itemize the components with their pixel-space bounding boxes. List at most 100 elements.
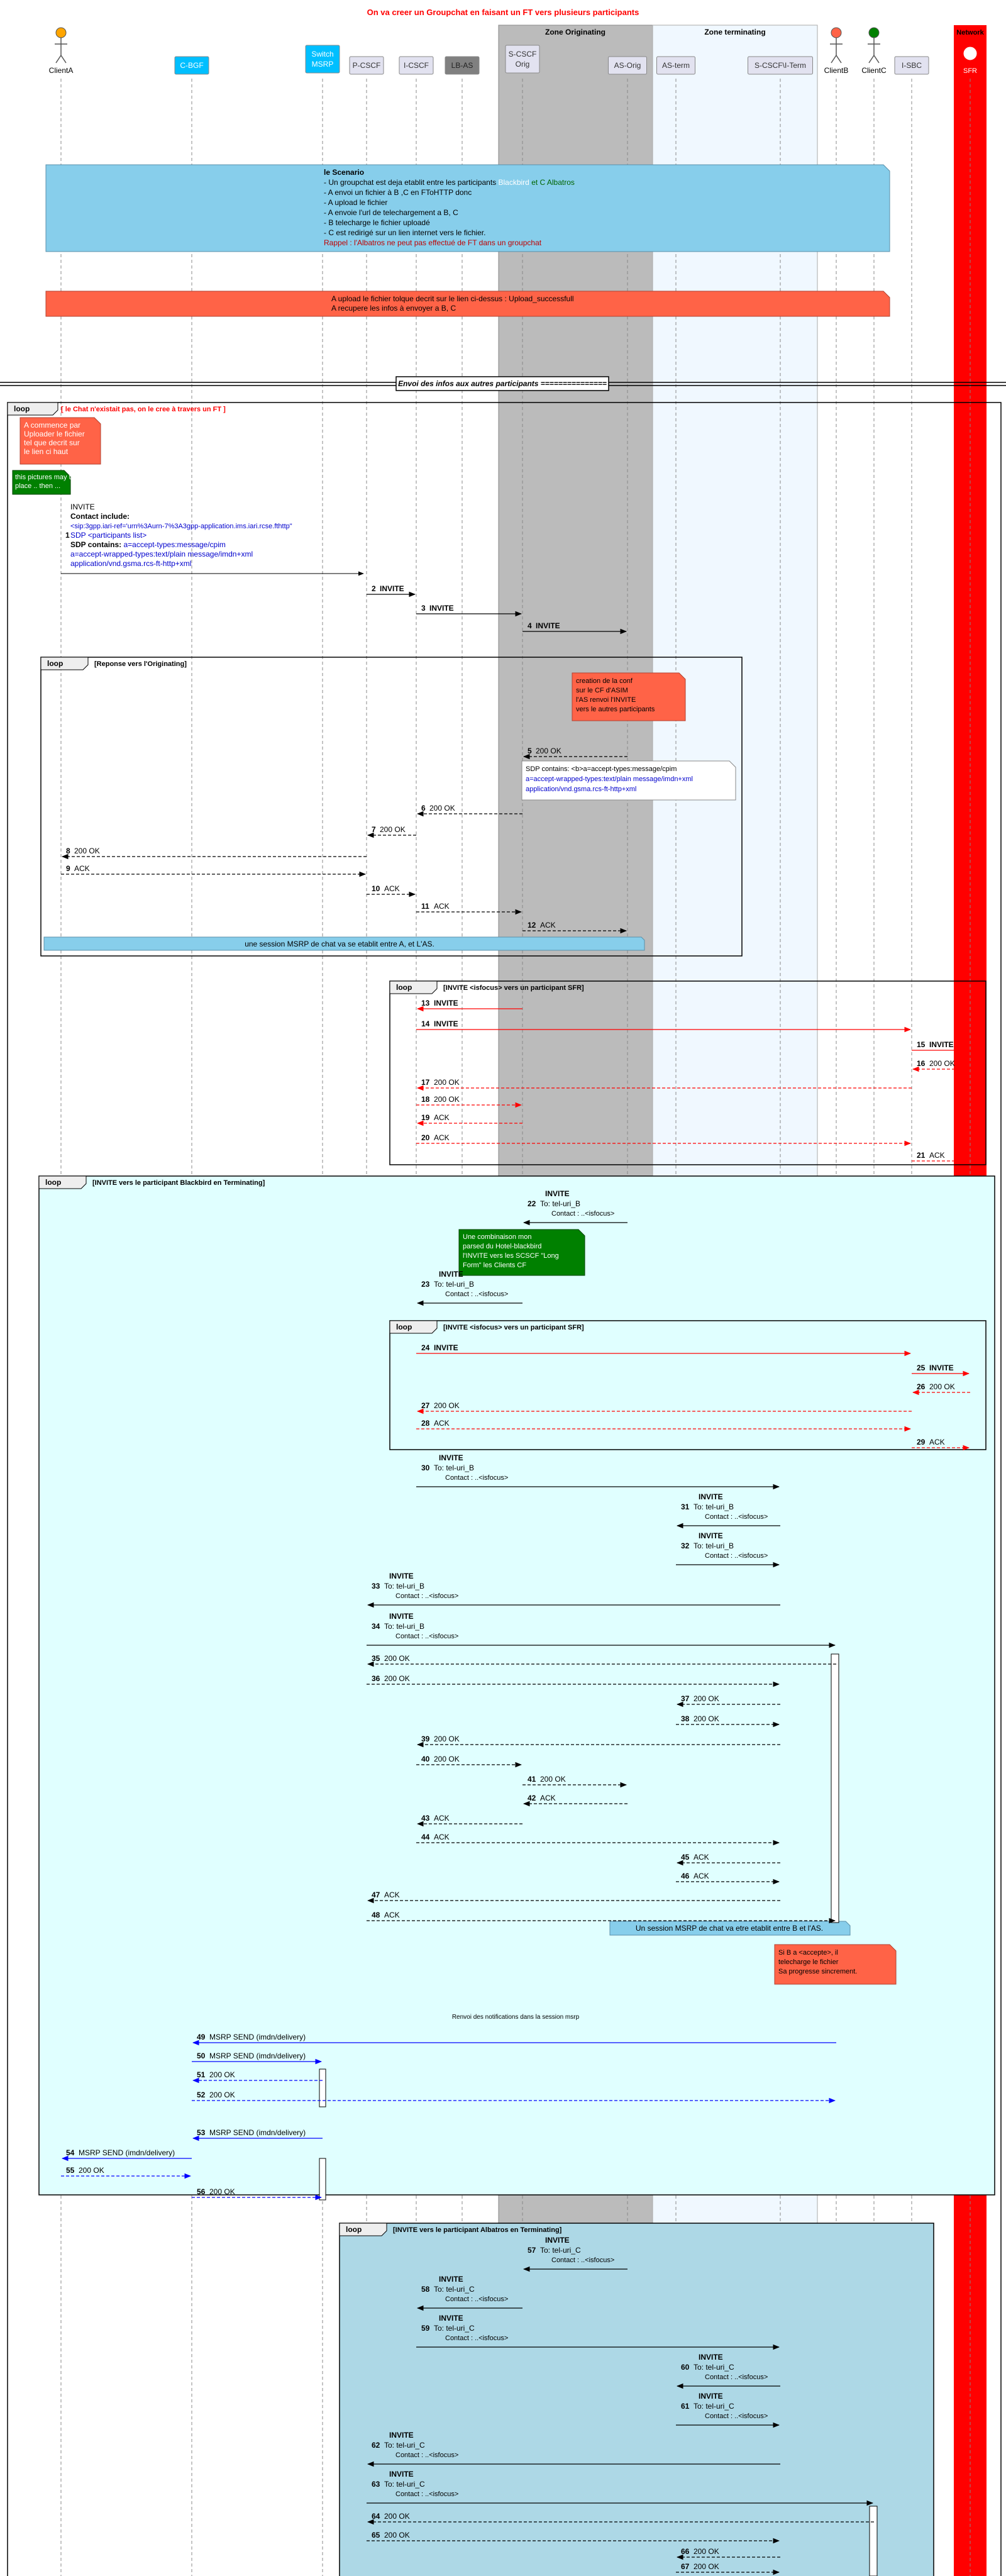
message-number-27: 27 (421, 1401, 430, 1410)
message-label-53: MSRP SEND (imdn/delivery) (209, 2128, 306, 2137)
participant-icscf: I-CSCF (399, 56, 434, 75)
message-number-8: 8 (66, 847, 70, 855)
invite-body-l2: Contact include: (70, 512, 130, 521)
message-sub2-22: Contact : ..<isfocus> (551, 1210, 614, 1218)
upload-note: A upload le fichier tolque decrit sur le… (45, 291, 890, 317)
participant-label-isbc-0: I-SBC (902, 61, 922, 70)
participant-lbas: LB-AS (445, 56, 480, 75)
message-sub1-33: To: tel-uri_B (384, 1582, 424, 1591)
message-label-27: 200 OK (434, 1401, 460, 1410)
message-label-32: INVITE (699, 1531, 723, 1540)
participant-label-msrp-0: Switch (311, 50, 333, 58)
message-label-48: ACK (384, 1911, 400, 1919)
message-label-46: ACK (694, 1872, 709, 1880)
message-number-55: 55 (66, 2166, 75, 2175)
invite-body-l5: SDP contains: a=accept-types:message/cpi… (70, 540, 226, 549)
message-label-52: 200 OK (209, 2090, 235, 2099)
section-divider-label: Envoi des infos aux autres participants … (398, 379, 607, 388)
message-number-7: 7 (372, 825, 376, 834)
message-label-60: INVITE (699, 2353, 723, 2362)
message-label-37: 200 OK (694, 1694, 719, 1703)
message-label-35: 200 OK (384, 1654, 410, 1663)
message-sub1-60: To: tel-uri_C (694, 2363, 734, 2372)
message-number-54: 54 (66, 2148, 75, 2157)
participant-label-cbgf-0: C-BGF (180, 61, 203, 70)
note-combination-1: parsed du Hotel-blackbird (463, 1243, 541, 1250)
message-number-13: 13 (421, 999, 430, 1008)
message-label-54: MSRP SEND (imdn/delivery) (79, 2148, 175, 2157)
zone-originating-label: Zone Originating (545, 28, 605, 36)
message-label-45: ACK (694, 1853, 709, 1862)
section-divider: Envoi des infos aux autres participants … (0, 376, 1006, 391)
message-sub1-61: To: tel-uri_C (694, 2402, 734, 2411)
note-session-b-text: Un session MSRP de chat va etre etablit … (636, 1924, 823, 1933)
message-label-22: INVITE (545, 1189, 570, 1198)
message-label-44: ACK (434, 1833, 450, 1841)
note-renvoi: Renvoi des notifications dans la session… (452, 2014, 580, 2021)
scenario-line-4: - B telecharge le fichier uploadé (324, 218, 430, 227)
participant-label-asorig-0: AS-Orig (614, 61, 641, 70)
message-label-65: 200 OK (384, 2531, 410, 2540)
message-number-56: 56 (197, 2187, 206, 2196)
note-a-commence: A commence par Uploader le fichier tel q… (19, 417, 101, 465)
note-pictures: this pictures may take place .. then ... (12, 470, 82, 495)
message-sub2-61: Contact : ..<isfocus> (705, 2412, 768, 2420)
message-sub1-58: To: tel-uri_C (434, 2285, 475, 2294)
message-number-30: 30 (421, 1463, 430, 1472)
invite-body-num: 1 (65, 531, 70, 540)
message-sub2-23: Contact : ..<isfocus> (445, 1291, 508, 1298)
message-label-36: 200 OK (384, 1674, 410, 1683)
note-combination-2: l'INVITE vers les SCSCF "Long (463, 1252, 559, 1260)
message-sub2-33: Contact : ..<isfocus> (395, 1592, 458, 1600)
message-label-59: INVITE (439, 2314, 463, 2323)
note-pictures-0: this pictures may take (15, 474, 82, 481)
message-number-38: 38 (681, 1714, 690, 1723)
message-number-47: 47 (372, 1890, 380, 1899)
message-number-46: 46 (681, 1872, 690, 1880)
message-label-47: ACK (384, 1890, 400, 1899)
message-46: 46 ACK (676, 1872, 780, 1885)
message-number-65: 65 (372, 2531, 380, 2540)
message-number-6: 6 (421, 804, 426, 813)
message-label-16: 200 OK (929, 1059, 955, 1068)
invite-body-l1: INVITE (70, 502, 95, 511)
message-number-12: 12 (528, 921, 536, 930)
message-sub2-30: Contact : ..<isfocus> (445, 1474, 508, 1482)
message-number-25: 25 (917, 1363, 926, 1372)
message-label-49: MSRP SEND (imdn/delivery) (209, 2033, 306, 2041)
message-label-10: ACK (384, 884, 400, 893)
participant-cbgf: C-BGF (174, 56, 209, 75)
message-number-14: 14 (421, 1019, 430, 1028)
note-creation-3: vers le autres participants (576, 706, 655, 713)
message-number-3: 3 (421, 604, 426, 613)
message-label-21: ACK (929, 1151, 945, 1160)
participant-clientC: ClientC (861, 27, 887, 75)
message-label-26: 200 OK (929, 1382, 955, 1391)
